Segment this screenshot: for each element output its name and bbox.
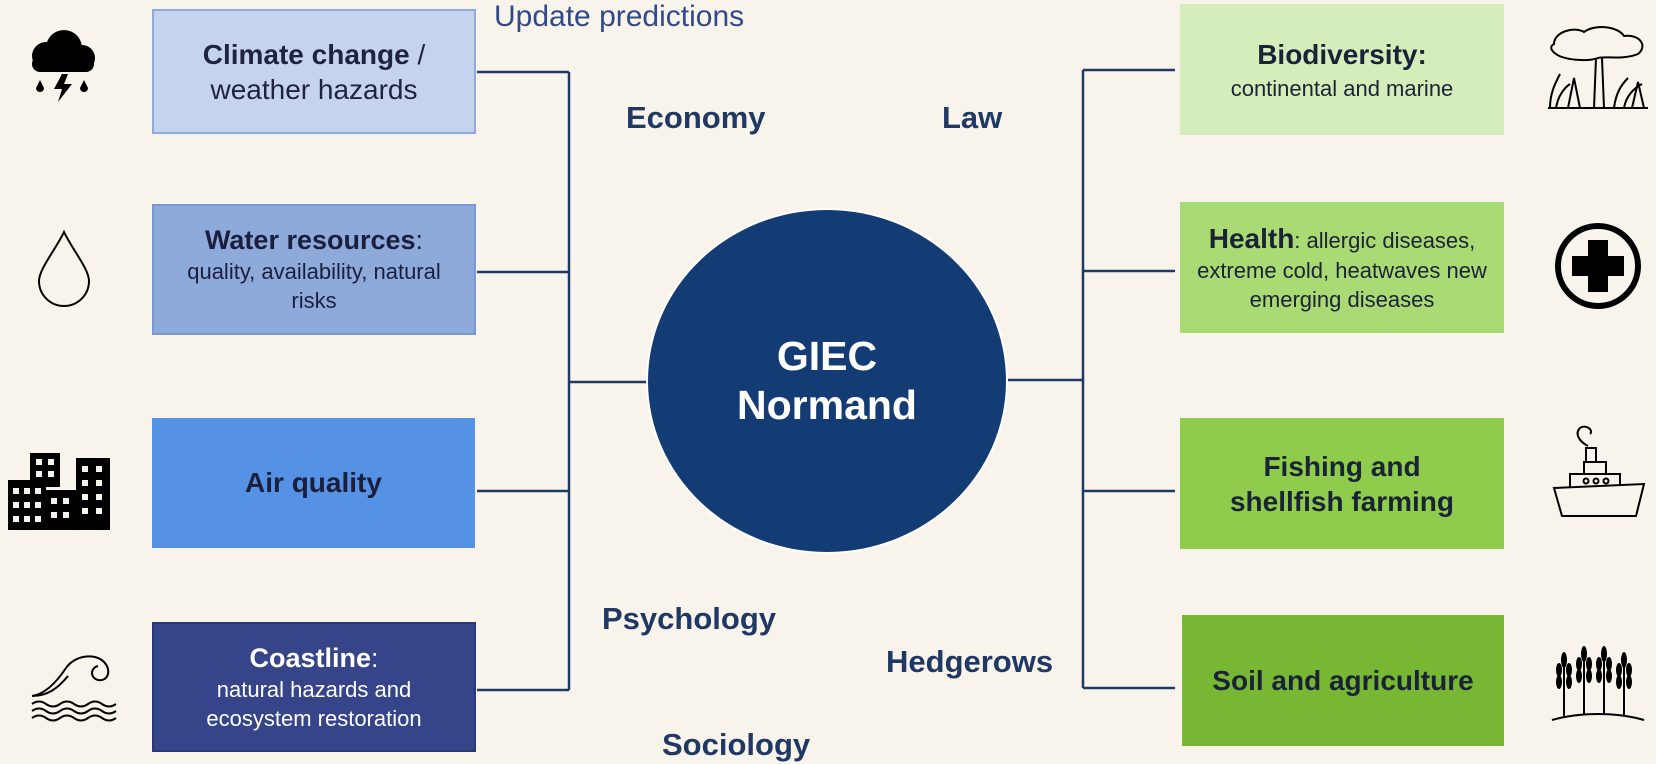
- update-predictions-label: Update predictions: [494, 0, 745, 33]
- biodiversity-detail: continental and marine: [1230, 75, 1454, 101]
- air-quality-title: Air quality: [245, 467, 382, 498]
- climate-change-sep: /: [409, 38, 426, 70]
- biodiversity-title: Biodiversity:: [1257, 38, 1427, 70]
- biodiversity-box: Biodiversity: continental and marine: [1180, 4, 1504, 135]
- water-resources-title: Water resources: [204, 225, 416, 256]
- center-title-line2: Normand: [737, 382, 917, 428]
- discipline-law: Law: [942, 100, 1003, 135]
- water-resources-detail: quality, availability, natural risks: [187, 259, 441, 314]
- coastline-detail: natural hazards and ecosystem restoratio…: [206, 676, 422, 731]
- water-drop-icon: [37, 229, 91, 307]
- wave-icon: [31, 655, 117, 722]
- health-title: Health: [1208, 222, 1295, 254]
- wheat-icon: [1551, 646, 1645, 721]
- health-detail: : allergic diseases, extreme cold, heatw…: [1197, 227, 1487, 312]
- forest-icon: [1548, 26, 1648, 109]
- health-box: Health: allergic diseases, extreme cold,…: [1180, 202, 1504, 333]
- discipline-hedgerows: Hedgerows: [886, 644, 1054, 679]
- discipline-economy: Economy: [626, 100, 766, 135]
- climate-change-box: Climate change / weather hazards: [152, 9, 476, 134]
- water-resources-sep: :: [415, 225, 424, 256]
- soil-agriculture-title: Soil and agriculture: [1212, 664, 1474, 696]
- medical-cross-icon: [1555, 223, 1641, 309]
- ship-icon: [1552, 425, 1646, 517]
- coastline-box: Coastline: natural hazards and ecosystem…: [152, 622, 476, 752]
- climate-change-title: Climate change: [202, 38, 410, 70]
- air-quality-box: Air quality: [152, 418, 475, 548]
- discipline-psychology: Psychology: [602, 601, 776, 636]
- discipline-sociology: Sociology: [662, 727, 811, 762]
- fishing-title: Fishing and shellfish farming: [1229, 450, 1455, 517]
- central-circle: GIEC Normand: [646, 208, 1008, 554]
- coastline-title: Coastline: [249, 642, 371, 673]
- climate-change-detail: weather hazards: [210, 73, 418, 105]
- center-title-line1: GIEC: [776, 332, 878, 379]
- water-resources-box: Water resources: quality, availability, …: [152, 204, 476, 335]
- storm-cloud-icon: [32, 30, 95, 102]
- fishing-box: Fishing and shellfish farming: [1180, 418, 1504, 549]
- city-buildings-icon: [8, 453, 110, 530]
- soil-agriculture-box: Soil and agriculture: [1182, 615, 1504, 746]
- coastline-sep: :: [371, 642, 379, 673]
